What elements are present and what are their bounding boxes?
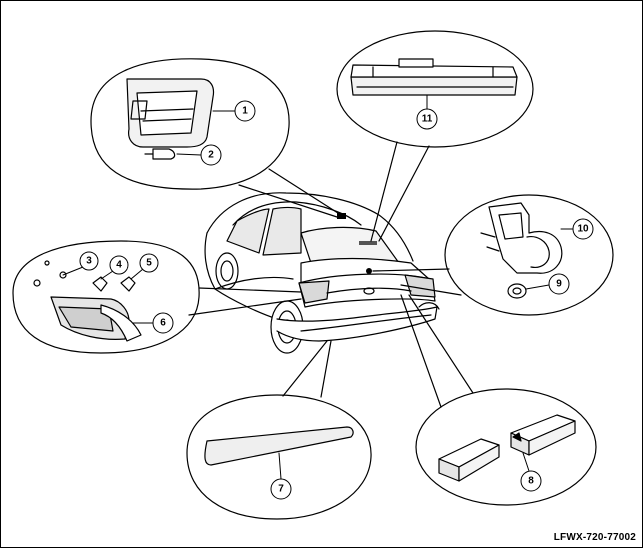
callout-label-6: 6 — [160, 318, 166, 329]
leader-line-7 — [278, 452, 282, 480]
leader-line-9 — [525, 284, 550, 290]
callout-circle-10 — [572, 218, 594, 240]
callout-markers — [62, 94, 594, 500]
detail-bubble-room-lamp — [90, 58, 342, 218]
vehicle-rear-view — [204, 192, 440, 354]
leader-line-4 — [100, 270, 114, 280]
callout-circle-3 — [79, 251, 99, 271]
detail-bubble-license-plate-lamp — [400, 294, 597, 506]
callout-circle-7 — [270, 478, 292, 500]
callout-label-10: 10 — [577, 224, 589, 235]
callout-circle-5 — [139, 253, 159, 273]
callout-circle-9 — [548, 273, 570, 295]
callout-label-5: 5 — [146, 258, 152, 269]
callout-labels: 1 2 3 4 5 6 7 8 9 10 11 — [86, 106, 589, 495]
leader-line-5 — [130, 268, 144, 280]
callout-label-8: 8 — [528, 476, 534, 487]
leader-line-8 — [522, 452, 530, 472]
callout-label-7: 7 — [278, 484, 284, 495]
detail-bubble-high-mount-stop-lamp — [336, 30, 534, 242]
callout-label-11: 11 — [422, 114, 433, 125]
callout-label-4: 4 — [116, 260, 122, 271]
callout-label-2: 2 — [208, 150, 214, 161]
callout-label-3: 3 — [86, 256, 92, 267]
callout-circle-11 — [416, 108, 438, 130]
callout-label-9: 9 — [556, 279, 562, 290]
leader-line-3 — [62, 266, 84, 276]
callout-circle-4 — [109, 255, 129, 275]
figure-reference-code: LFWX-720-77002 — [553, 532, 636, 543]
leader-line-2 — [176, 153, 202, 156]
callout-label-1: 1 — [242, 106, 248, 117]
callout-circle-6 — [152, 312, 174, 334]
callout-circle-1 — [234, 100, 256, 122]
detail-bubble-socket — [372, 194, 614, 316]
detail-bubble-rear-combination-lamp — [12, 240, 302, 354]
callout-circle-8 — [520, 470, 542, 492]
callout-circle-2 — [200, 144, 222, 166]
